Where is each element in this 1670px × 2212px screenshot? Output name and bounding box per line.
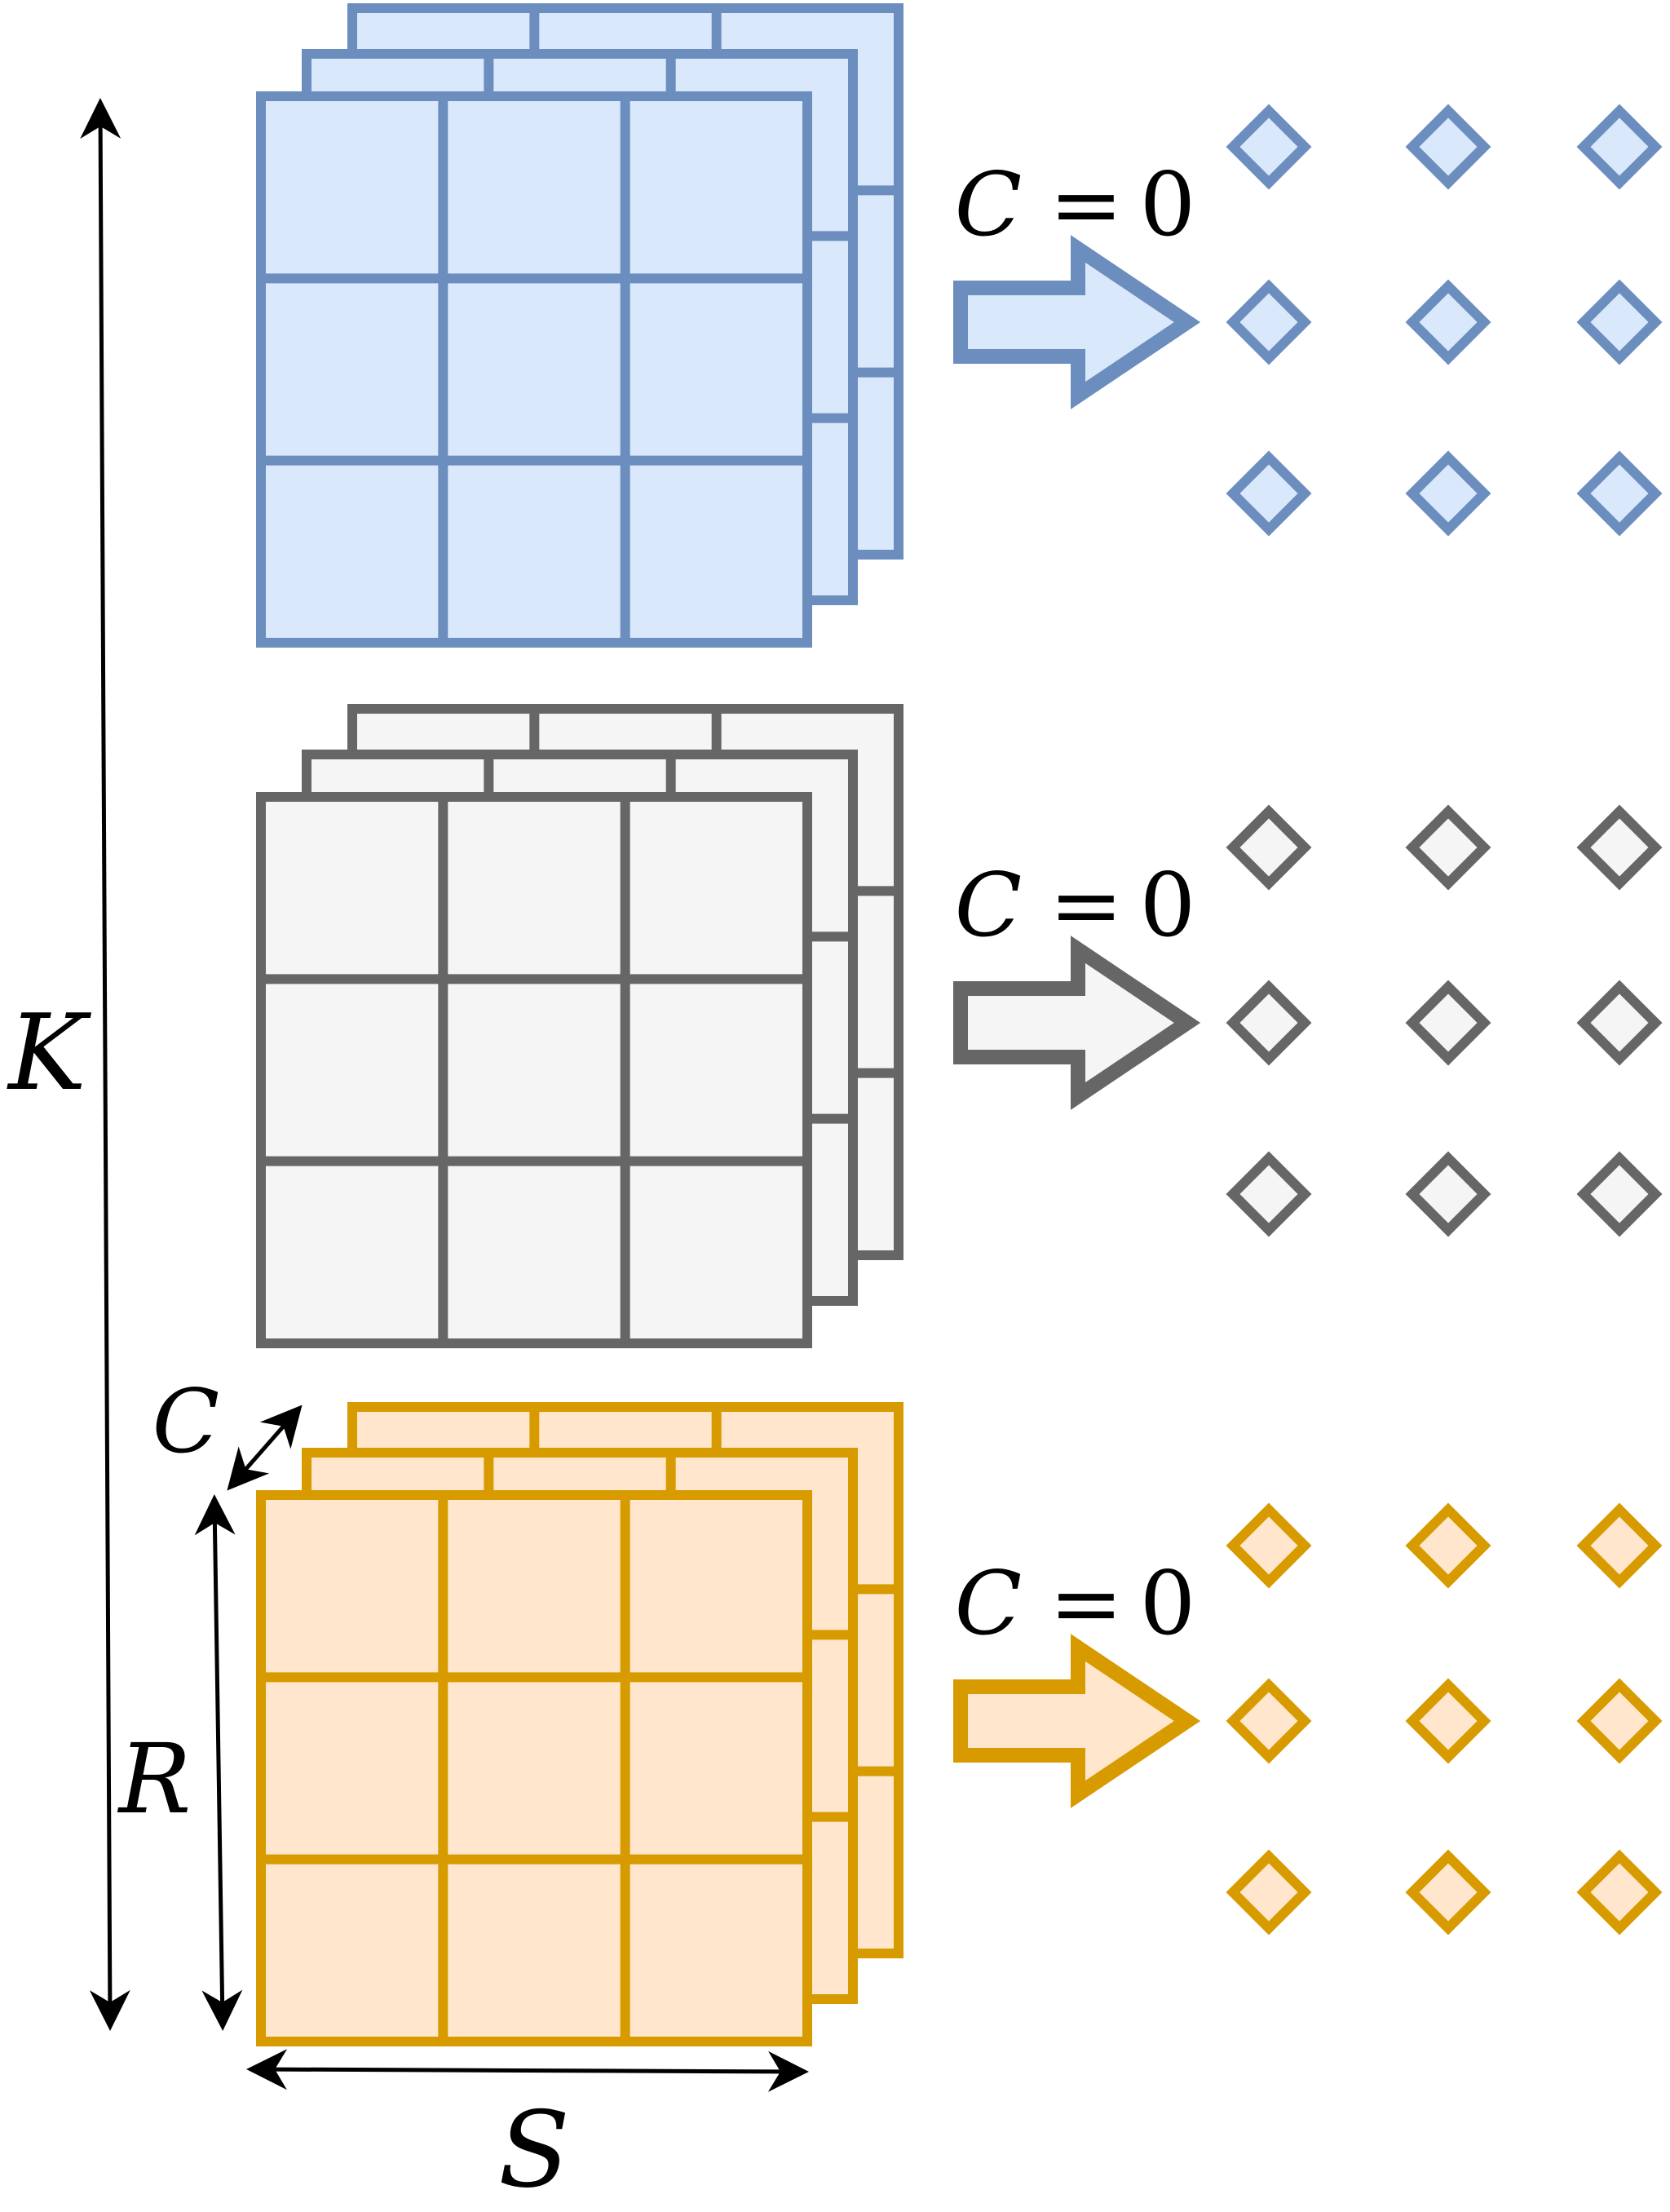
r-dimension-arrow	[194, 1494, 243, 2031]
equation-operator: =	[1049, 1553, 1124, 1655]
output-diamond	[1226, 1849, 1312, 1936]
output-diamond	[1576, 1849, 1663, 1936]
filter-blue: C =0	[256, 3, 1663, 648]
output-diamond	[1405, 1849, 1491, 1936]
output-diamond	[1405, 1678, 1491, 1764]
output-diamond	[1226, 804, 1312, 891]
r-label: R	[117, 1723, 192, 1835]
output-diamond	[1576, 804, 1663, 891]
equation-value: 0	[1140, 1553, 1196, 1655]
equation-variable: C	[955, 855, 1023, 957]
filter-orange: C =0	[256, 1402, 1663, 2046]
filter-layer-3	[256, 91, 812, 648]
output-diamond	[1226, 1151, 1312, 1237]
output-diamond	[1405, 980, 1491, 1066]
output-diamond	[1576, 1151, 1663, 1237]
output-diamond	[1405, 104, 1491, 190]
output-diamond	[1576, 104, 1663, 190]
equation-operator: =	[1049, 154, 1124, 256]
s-label: S	[498, 2090, 570, 2211]
c-dimension-arrow	[227, 1405, 303, 1491]
k-label: K	[7, 993, 91, 1114]
c-dimension-label: C	[152, 1371, 220, 1473]
equation-variable: C	[955, 154, 1023, 256]
filter-layer-3	[256, 792, 812, 1348]
output-diamond	[1405, 1502, 1491, 1589]
filter-layer-3	[256, 1490, 812, 2046]
output-diamond	[1576, 450, 1663, 537]
output-diamond	[1405, 804, 1491, 891]
output-diamond	[1226, 1678, 1312, 1764]
block-arrow	[953, 235, 1201, 409]
filter-gray: C =0	[256, 704, 1663, 1348]
output-diamond	[1405, 1151, 1491, 1237]
output-diamond	[1405, 279, 1491, 365]
output-diamond	[1226, 279, 1312, 365]
k-dimension-arrow	[80, 98, 130, 2031]
equation-variable: C	[955, 1553, 1023, 1655]
block-arrow	[953, 936, 1201, 1110]
filter-layer-frame	[256, 792, 812, 1348]
output-diamond	[1226, 1502, 1312, 1589]
block-arrow	[953, 1634, 1201, 1808]
filter-layer-frame	[256, 1490, 812, 2046]
dimension-arrows	[80, 98, 809, 2092]
output-diamond	[1226, 450, 1312, 537]
output-diamond	[1576, 1678, 1663, 1764]
equation-value: 0	[1140, 855, 1196, 957]
output-diamond	[1576, 1502, 1663, 1589]
output-diamond	[1226, 980, 1312, 1066]
equation-operator: =	[1049, 855, 1124, 957]
output-diamond	[1405, 450, 1491, 537]
filter-groups: C=0C=0C=0	[256, 3, 1663, 2046]
s-dimension-arrow	[246, 2049, 809, 2092]
output-diamond	[1226, 104, 1312, 190]
equation-value: 0	[1140, 154, 1196, 256]
output-diamond	[1576, 980, 1663, 1066]
output-diamond	[1576, 279, 1663, 365]
filter-layer-frame	[256, 91, 812, 648]
